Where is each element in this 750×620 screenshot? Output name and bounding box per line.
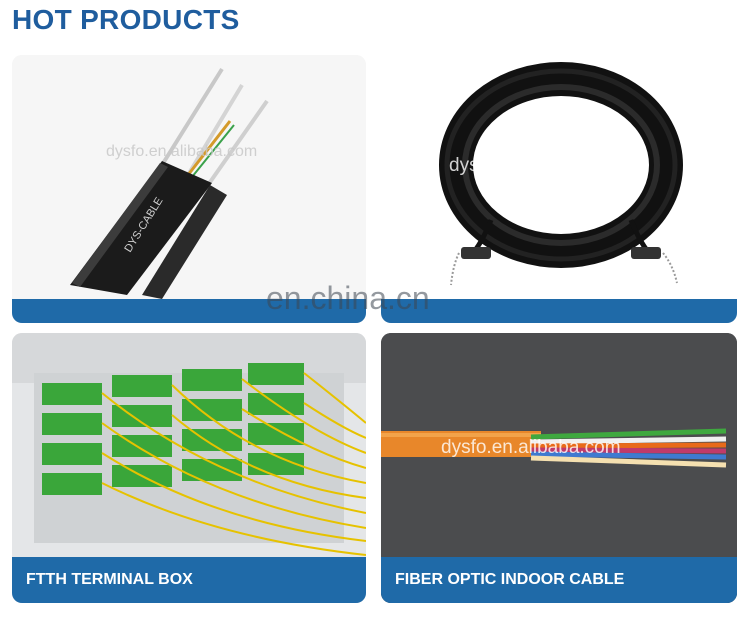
product-label-bar: FIBER OPTIC INDOOR CABLE [381,557,737,603]
section-title: HOT PRODUCTS [12,4,240,35]
alibaba-watermark: dysfo.en.alibaba.com [449,155,629,176]
product-label-bar: FTTH TERMINAL BOX [12,557,366,603]
alibaba-watermark: dysfo.en.alibaba.com [106,143,258,160]
coiled-patch-cable-photo [381,55,737,323]
product-label-bar [381,299,737,323]
drop-cable-photo: DYS-CABLE [12,55,366,323]
product-card-indoor-cable[interactable]: dysfo.en.alibaba.com FIBER OPTIC INDOOR … [381,333,737,603]
site-watermark: en.china.cn [266,280,430,316]
product-card-drop-cable[interactable]: DYS-CABLE dysfo.en.alibaba.com [12,55,366,323]
product-label-bar [12,299,366,323]
product-card-terminal-box[interactable]: FTTH TERMINAL BOX [12,333,366,603]
alibaba-watermark: dysfo.en.alibaba.com [441,437,621,458]
product-card-coiled-cable[interactable]: dysfo.en.alibaba.com [381,55,737,323]
